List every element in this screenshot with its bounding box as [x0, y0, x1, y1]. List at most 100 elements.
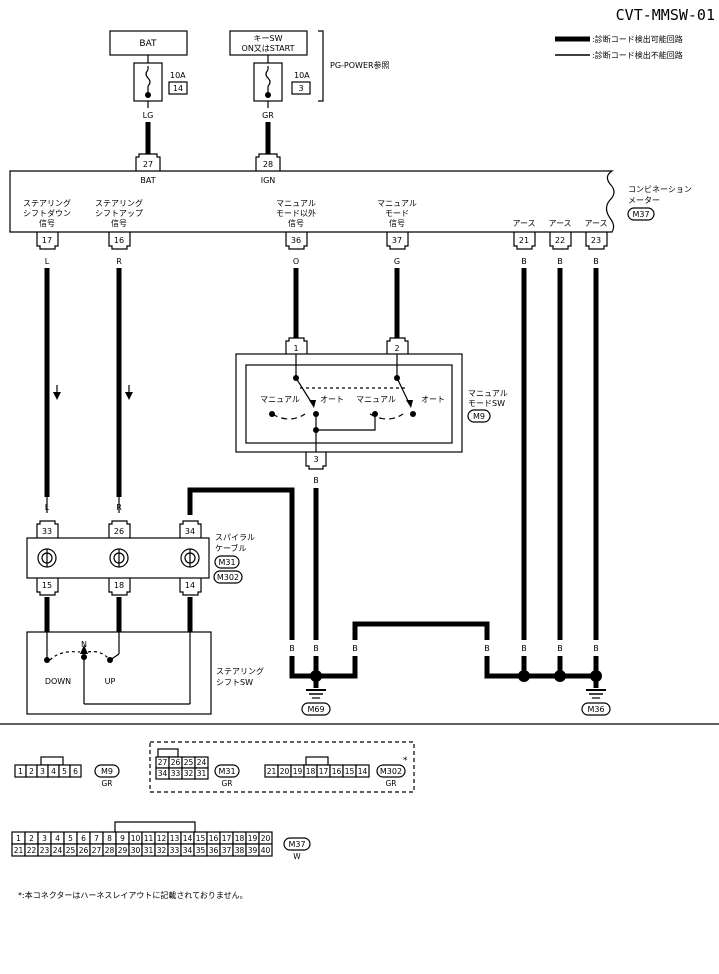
manual-sw-pin1: 1 — [293, 344, 298, 353]
meter-pin-17: 17 L — [36, 232, 59, 266]
earth-label-23: アース — [584, 219, 607, 228]
m37-row1-pin-label: 15 — [196, 834, 206, 843]
spiral-pin-33: 33 — [42, 527, 52, 536]
m37-row1-pin-label: 11 — [144, 834, 154, 843]
down-arrow-icon — [125, 392, 133, 400]
spiral-cable: L R B 33 26 34 15 18 14 スパイラル ケーブル M31 M… — [26, 487, 295, 640]
m31-row2-pin-label: 33 — [171, 769, 181, 778]
sig-manual-1: マニュアル — [377, 199, 417, 208]
m37-row2-pin-label: 34 — [183, 846, 193, 855]
manual-sw-pin3: 3 — [313, 455, 318, 464]
m37-row1-pin-label: 8 — [107, 834, 112, 843]
svg-text:27: 27 — [143, 160, 153, 169]
m37-row1-pin-label: 12 — [157, 834, 167, 843]
m302-pin-label: 19 — [293, 767, 303, 776]
meter-pin-22: 22 B — [549, 232, 572, 266]
shift-pos-down: DOWN — [45, 677, 71, 686]
m31-row2-pin-label: 32 — [184, 769, 194, 778]
m37-row2-pin-label: 30 — [131, 846, 141, 855]
m31-name: M31 — [218, 767, 235, 776]
sig-up-2: シフトアップ — [95, 209, 143, 218]
ground-m69: M69 — [307, 705, 324, 714]
manual-sw-name-2: モードSW — [468, 399, 505, 408]
gnd-wire-b-1: B — [289, 644, 295, 653]
m302-pin-label: 18 — [306, 767, 316, 776]
spiral-wire-l: L — [45, 503, 50, 512]
key-fuse-amp: 10A — [294, 71, 310, 80]
spiral-coil-icon — [37, 548, 200, 568]
m302-color: GR — [385, 779, 396, 788]
sig-down-3: 信号 — [39, 218, 55, 228]
m37-row1-pin-label: 17 — [222, 834, 232, 843]
svg-text:28: 28 — [263, 160, 273, 169]
meter-name-1: コンビネーション — [628, 185, 692, 194]
ground-icon — [306, 676, 326, 699]
manual-sw-inner — [245, 364, 453, 444]
sig-notmanual-3: 信号 — [288, 218, 304, 228]
m37-row2-pin-label: 33 — [170, 846, 180, 855]
svg-text:21: 21 — [519, 236, 529, 245]
m31-row2-cell — [194, 767, 209, 780]
ground-wiring: B B B B B B B M69 M36 — [289, 488, 611, 716]
manual-sw-connector: M9 — [473, 412, 485, 421]
steering-shift-switch: N DOWN UP ステアリング シフトSW — [26, 631, 264, 715]
sig-notmanual-1: マニュアル — [276, 199, 316, 208]
m302-pin-label: 21 — [267, 767, 277, 776]
m9-pin-label: 1 — [18, 767, 23, 776]
spiral-pin-14: 14 — [185, 581, 195, 590]
m9-pin-label: 6 — [73, 767, 78, 776]
spiral-connector-group — [149, 741, 415, 793]
gnd-wire-b-3: B — [352, 644, 358, 653]
pos-manual-right: マニュアル — [356, 395, 396, 404]
manual-mode-switch: 1 2 マニュアル オート マニュアル オート 3 B マニュアル モードSW … — [235, 337, 508, 485]
sig-down-1: ステアリング — [23, 198, 71, 208]
m31-row2-pin-label: 31 — [197, 769, 207, 778]
spiral-name-2: ケーブル — [215, 543, 247, 553]
ground-icon — [586, 676, 606, 699]
m37-row2-pin-label: 29 — [118, 846, 128, 855]
m9-pin-label: 4 — [51, 767, 56, 776]
m302-pin-label: 14 — [358, 767, 368, 776]
m37-row1-pin-label: 3 — [42, 834, 47, 843]
m37-row2-pin-label: 36 — [209, 846, 219, 855]
svg-text:G: G — [394, 257, 400, 266]
footnote: *:本コネクターはハーネスレイアウトに記載されておりません。 — [18, 890, 248, 900]
pos-auto-right: オート — [421, 395, 445, 404]
key-fuse-no: 3 — [298, 84, 303, 93]
bat-fuse-no: 14 — [173, 84, 183, 93]
pg-power-ref: PG-POWER参照 — [330, 60, 390, 70]
combination-meter: 27 BAT 28 IGN コンビネーション メーター M37 ステアリング シ… — [9, 153, 692, 266]
m37-row2-pin-label: 39 — [248, 846, 258, 855]
m37-row1-pin-label: 7 — [94, 834, 99, 843]
m37-row2-pin-label: 32 — [157, 846, 167, 855]
down-arrow-icon — [53, 392, 61, 400]
svg-text:IGN: IGN — [261, 176, 276, 185]
spiral-body — [26, 537, 210, 579]
m9-name: M9 — [101, 767, 113, 776]
meter-outline — [9, 170, 615, 233]
m37-row1-pin-label: 18 — [235, 834, 245, 843]
meter-pin-23: 23 B — [585, 232, 608, 266]
m37-row1-pin-label: 10 — [131, 834, 141, 843]
svg-text:B: B — [557, 257, 563, 266]
pos-auto-left: オート — [320, 395, 344, 404]
shift-sw-name-1: ステアリング — [216, 666, 264, 676]
m31-row1-pin-label: 27 — [158, 758, 168, 767]
power-sources: BAT キーSW ON又はSTART 10A 14 10A 3 PG-POWER… — [109, 30, 390, 154]
legend-detectable: :診断コード検出可能回路 — [592, 34, 683, 44]
meter-connector: M37 — [632, 210, 649, 219]
spiral-name-1: スパイラル — [215, 533, 255, 542]
m37-row1-pin-label: 13 — [170, 834, 180, 843]
manual-sw-wire-b: B — [313, 476, 319, 485]
m37-row2-pin-label: 25 — [66, 846, 76, 855]
meter-pin-16: 16 R — [108, 232, 131, 266]
meter-pin-36: 36 O — [285, 232, 308, 266]
svg-text:22: 22 — [555, 236, 565, 245]
sig-down-2: シフトダウン — [23, 208, 71, 218]
manual-sw-pin2: 2 — [394, 344, 399, 353]
svg-text:17: 17 — [42, 236, 52, 245]
svg-text:B: B — [521, 257, 527, 266]
m9-pin-label: 2 — [29, 767, 34, 776]
